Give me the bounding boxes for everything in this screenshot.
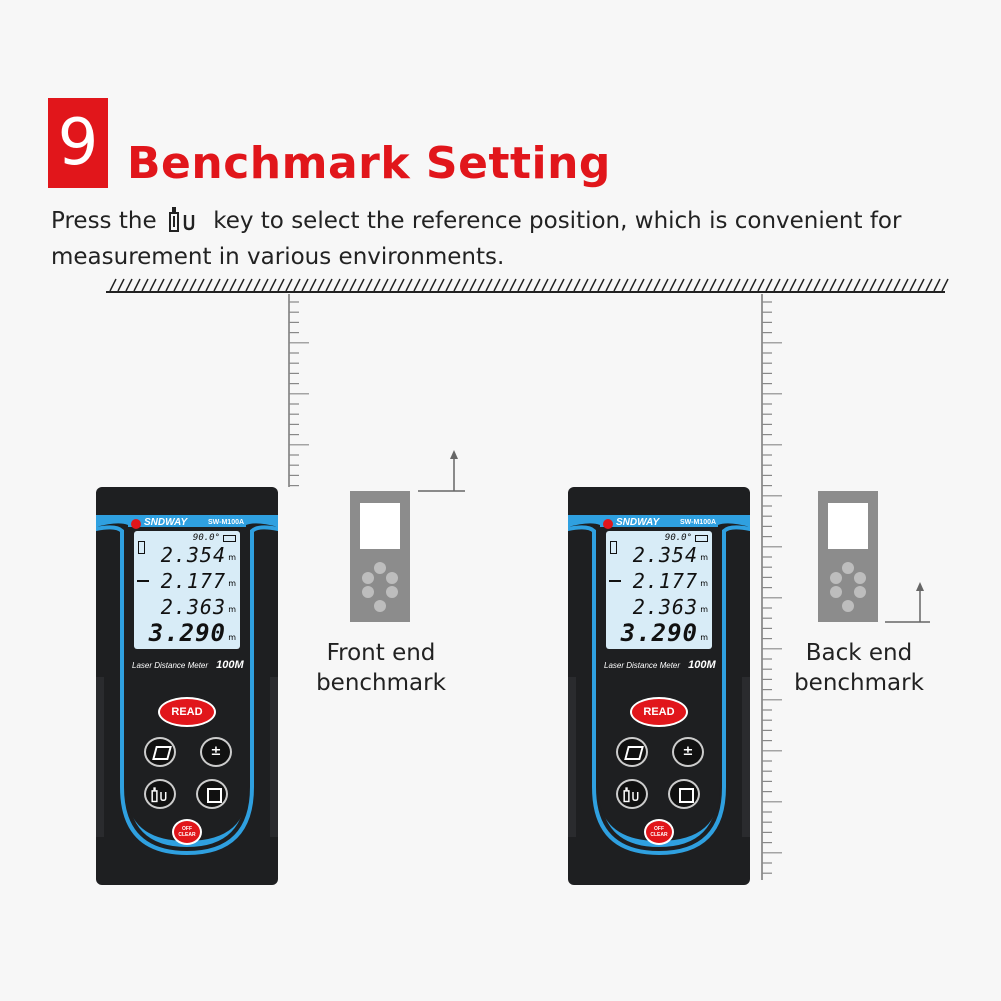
add-subtract-button[interactable]: ± — [200, 737, 232, 767]
main-reading: 3.290 — [148, 619, 226, 647]
lcd-display: 90.0° 2.354 2.177 2.363 3.290 m m m m — [134, 531, 240, 649]
length-icon — [609, 580, 621, 582]
back-reference-arrow-icon — [885, 582, 930, 623]
front-end-caption: Front end benchmark — [281, 638, 481, 698]
page-title: Benchmark Setting — [127, 138, 611, 189]
plus-minus-icon: ± — [682, 744, 694, 759]
unit-line-2: m — [700, 579, 708, 588]
laser-distance-meter: SNDWAY SW-M100A 90.0° 2.354 2.177 2.363 … — [96, 487, 278, 885]
unit-line-3: m — [700, 605, 708, 614]
unit-line-1: m — [700, 553, 708, 562]
battery-icon — [695, 535, 708, 542]
lcd-display: 90.0° 2.354 2.177 2.363 3.290 m m m m — [606, 531, 712, 649]
front-caption-line1: Front end — [326, 640, 436, 666]
clear-label: CLEAR — [178, 832, 196, 838]
device-label: Laser Distance Meter 100M — [132, 653, 244, 672]
reading-line-2: 2.177 — [632, 569, 698, 593]
off-clear-button[interactable]: OFF CLEAR — [172, 819, 202, 845]
reading-line-3: 2.363 — [160, 595, 226, 619]
back-caption-line2: benchmark — [794, 670, 924, 696]
unit-line-3: m — [228, 605, 236, 614]
front-benchmark-silhouette — [350, 491, 410, 622]
benchmark-key-icon — [151, 787, 167, 803]
reading-line-1: 2.354 — [632, 543, 698, 567]
description-after: key to select the reference position, wh… — [51, 208, 902, 270]
main-reading: 3.290 — [620, 619, 698, 647]
unit-line-1: m — [228, 553, 236, 562]
brand-logo: SNDWAY — [616, 517, 660, 528]
plus-minus-icon: ± — [210, 744, 222, 759]
reading-line-2: 2.177 — [160, 569, 226, 593]
step-number-badge: 9 — [48, 98, 108, 188]
back-caption-line1: Back end — [805, 640, 913, 666]
model-label: SW-M100A — [208, 519, 245, 526]
area-volume-button[interactable] — [144, 737, 176, 767]
benchmark-button[interactable] — [616, 779, 648, 809]
save-button[interactable] — [196, 779, 228, 809]
device-label: Laser Distance Meter 100M — [604, 653, 716, 672]
add-subtract-button[interactable]: ± — [672, 737, 704, 767]
model-label: SW-M100A — [680, 519, 717, 526]
off-clear-button[interactable]: OFF CLEAR — [644, 819, 674, 845]
battery-icon — [223, 535, 236, 542]
ceiling-hatch — [106, 278, 949, 293]
save-button[interactable] — [668, 779, 700, 809]
off-label: OFF — [182, 826, 192, 832]
right-ruler — [761, 294, 782, 880]
device-range: 100M — [216, 659, 244, 671]
benchmark-mode-icon — [138, 541, 145, 554]
device-label-text: Laser Distance Meter — [604, 661, 681, 670]
back-benchmark-silhouette — [818, 491, 878, 622]
left-ruler — [288, 294, 309, 487]
front-caption-line2: benchmark — [316, 670, 446, 696]
angle-readout: 90.0° — [664, 533, 692, 543]
back-end-caption: Back end benchmark — [759, 638, 959, 698]
area-icon — [152, 746, 172, 760]
length-icon — [137, 580, 149, 582]
description-before: Press the — [51, 208, 157, 234]
benchmark-button[interactable] — [144, 779, 176, 809]
off-label: OFF — [654, 826, 664, 832]
read-button[interactable]: READ — [158, 697, 216, 727]
floppy-disk-icon — [679, 788, 694, 803]
area-icon — [624, 746, 644, 760]
reading-line-3: 2.363 — [632, 595, 698, 619]
laser-distance-meter: SNDWAY SW-M100A 90.0° 2.354 2.177 2.363 … — [568, 487, 750, 885]
clear-label: CLEAR — [650, 832, 668, 838]
angle-readout: 90.0° — [192, 533, 220, 543]
benchmark-mode-icon — [610, 541, 617, 554]
front-reference-arrow-icon — [418, 450, 465, 492]
unit-main: m — [700, 633, 708, 642]
device-label-text: Laser Distance Meter — [132, 661, 209, 670]
floppy-disk-icon — [207, 788, 222, 803]
benchmark-key-icon — [168, 207, 202, 242]
unit-main: m — [228, 633, 236, 642]
device-range: 100M — [688, 659, 716, 671]
read-button[interactable]: READ — [630, 697, 688, 727]
reading-line-1: 2.354 — [160, 543, 226, 567]
area-volume-button[interactable] — [616, 737, 648, 767]
description-text: Press the key to select the reference po… — [51, 206, 971, 273]
brand-logo: SNDWAY — [144, 517, 188, 528]
unit-line-2: m — [228, 579, 236, 588]
benchmark-key-icon — [623, 787, 639, 803]
